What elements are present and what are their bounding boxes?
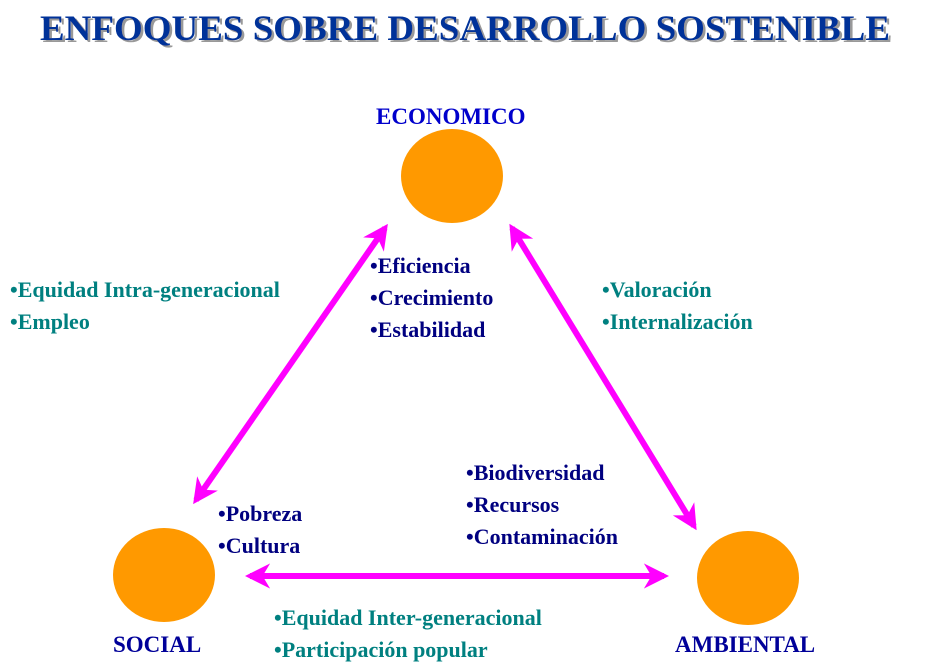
- arrow-economico-social: [193, 223, 388, 505]
- list-item: •Estabilidad: [370, 317, 486, 342]
- list-item: •Eficiencia: [370, 253, 471, 278]
- list-item: •Empleo: [10, 309, 90, 334]
- label-economico: ECONOMICO: [376, 104, 526, 129]
- list-social: •Pobreza •Cultura: [218, 498, 302, 562]
- list-item: •Pobreza: [218, 501, 303, 526]
- node-economico-circle: [401, 129, 503, 223]
- list-item: •Recursos: [466, 492, 560, 517]
- list-item: •Equidad Inter-generacional: [274, 605, 542, 630]
- list-item: •Internalización: [602, 309, 753, 334]
- list-social-ambiental: •Equidad Inter-generacional •Participaci…: [274, 602, 542, 666]
- list-item: •Participación popular: [274, 637, 488, 662]
- label-ambiental: AMBIENTAL: [675, 632, 816, 657]
- node-social-circle: [113, 528, 215, 622]
- list-economico-social: •Equidad Intra-generacional •Empleo: [10, 274, 280, 338]
- list-item: •Crecimiento: [370, 285, 494, 310]
- list-item: •Equidad Intra-generacional: [10, 277, 280, 302]
- list-item: •Cultura: [218, 533, 301, 558]
- label-social: SOCIAL: [113, 632, 202, 657]
- list-item: •Biodiversidad: [466, 460, 605, 485]
- list-economico-ambiental: •Valoración •Internalización: [602, 274, 753, 338]
- list-item: •Contaminación: [466, 524, 618, 549]
- page-title: ENFOQUES SOBRE DESARROLLO SOSTENIBLE: [40, 8, 890, 48]
- node-ambiental-circle: [697, 531, 799, 625]
- list-economico: •Eficiencia •Crecimiento •Estabilidad: [370, 250, 493, 346]
- list-ambiental: •Biodiversidad •Recursos •Contaminación: [466, 457, 618, 553]
- arrow-economico-ambiental: [509, 223, 697, 531]
- list-item: •Valoración: [602, 277, 712, 302]
